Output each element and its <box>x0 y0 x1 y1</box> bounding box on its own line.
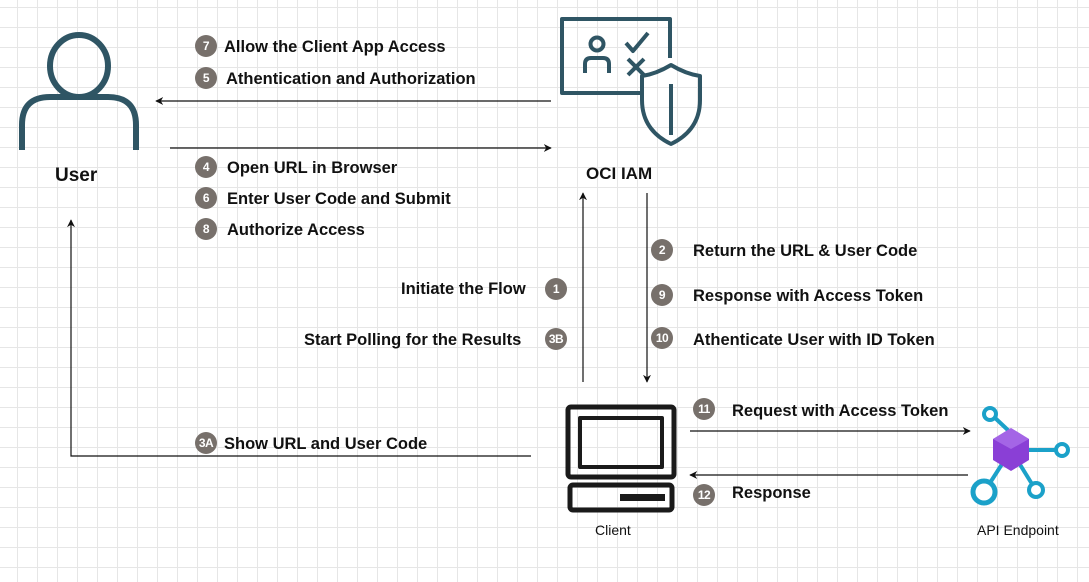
step-badge: 2 <box>651 239 673 261</box>
user-label: User <box>55 165 98 186</box>
step-label: Initiate the Flow <box>401 280 526 298</box>
arrow-client-to-user <box>67 219 531 457</box>
step-label: Show URL and User Code <box>224 435 428 453</box>
step-badge: 9 <box>651 284 673 306</box>
step-label: Athenticate User with ID Token <box>693 331 935 349</box>
step-badge: 3A <box>195 432 217 454</box>
step-label: Authorize Access <box>227 221 365 239</box>
identity-shield-icon <box>560 17 702 146</box>
step-badge: 8 <box>195 218 217 240</box>
step-badge: 6 <box>195 187 217 209</box>
computer-icon <box>565 404 677 513</box>
step-label: Athentication and Authorization <box>226 70 476 88</box>
user-icon <box>19 32 139 150</box>
step-label: Allow the Client App Access <box>224 38 446 56</box>
step-badge: 1 <box>545 278 567 300</box>
api-endpoint-label: API Endpoint <box>977 522 1059 538</box>
step-badge: 3B <box>545 328 567 350</box>
step-badge: 7 <box>195 35 217 57</box>
step-label: Start Polling for the Results <box>304 331 522 349</box>
oci-iam-label: OCI IAM <box>586 164 653 183</box>
step-label: Open URL in Browser <box>227 159 398 177</box>
step-badge: 4 <box>195 156 217 178</box>
step-badge: 12 <box>693 484 715 506</box>
client-label: Client <box>595 522 631 538</box>
step-label: Return the URL & User Code <box>693 242 918 260</box>
api-hexagon-icon <box>970 406 1070 506</box>
step-badge: 10 <box>651 327 673 349</box>
step-badge: 5 <box>195 67 217 89</box>
step-label: Response <box>732 484 811 502</box>
step-label: Enter User Code and Submit <box>227 190 451 208</box>
step-label: Response with Access Token <box>693 287 924 305</box>
step-label: Request with Access Token <box>732 402 949 420</box>
step-badge: 11 <box>693 398 715 420</box>
